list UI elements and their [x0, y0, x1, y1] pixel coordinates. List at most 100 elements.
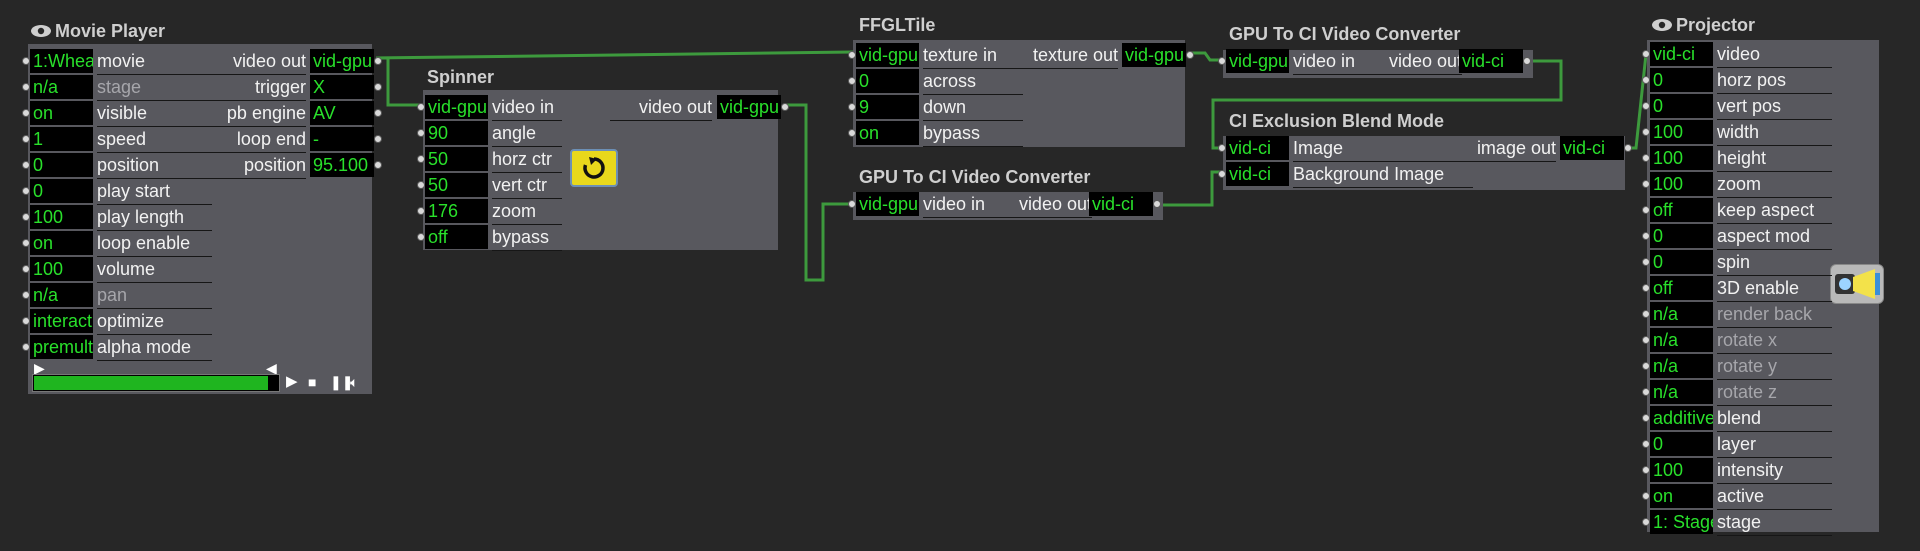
projector-in-port[interactable] [1642, 76, 1650, 84]
movie-transport[interactable]: ▶ ◀ ▶ ■ ❚❚ 🔈︎ [30, 360, 372, 392]
spinner-in-port[interactable] [417, 103, 425, 111]
exclusion-value-field[interactable]: vid-ci [1226, 162, 1289, 186]
projector-value-field[interactable]: 1: Stage [1650, 510, 1713, 534]
patch-cable[interactable] [376, 56, 421, 107]
movie-player-out-value[interactable]: vid-gpu [310, 49, 374, 73]
ffgltile-value-field[interactable]: 9 [856, 95, 919, 119]
spinner-in-port[interactable] [417, 181, 425, 189]
ffgltile-title[interactable]: FFGLTile [859, 15, 936, 35]
projector-value-field[interactable]: 0 [1650, 94, 1713, 118]
movie-progress-bar[interactable] [32, 374, 280, 392]
patch-cable[interactable] [1211, 59, 1563, 150]
projector-value-field[interactable]: on [1650, 484, 1713, 508]
movie-player-in-port[interactable] [22, 239, 30, 247]
projector-in-port[interactable] [1642, 258, 1650, 266]
projector-value-field[interactable]: off [1650, 198, 1713, 222]
projector-in-port[interactable] [1642, 518, 1650, 526]
projector-in-port[interactable] [1642, 154, 1650, 162]
play-icon[interactable]: ▶ [286, 373, 298, 390]
movie-player-in-port[interactable] [22, 161, 30, 169]
gpu-ci-1-out-port[interactable] [1523, 57, 1531, 65]
projector-in-port[interactable] [1642, 466, 1650, 474]
ffgltile-out-value[interactable]: vid-gpu [1122, 43, 1186, 67]
movie-player-value-field[interactable]: 1:Wheat [30, 49, 93, 73]
movie-player-out-port[interactable] [374, 83, 382, 91]
gpu-ci-2-out-port[interactable] [1153, 200, 1161, 208]
projector-in-port[interactable] [1642, 180, 1650, 188]
projector-title[interactable]: Projector [1651, 14, 1755, 36]
movie-player-title[interactable]: Movie Player [30, 20, 165, 42]
spinner-out-port[interactable] [781, 103, 789, 111]
ffgltile-value-field[interactable]: on [856, 121, 919, 145]
ffgltile-in-port[interactable] [848, 51, 856, 59]
movie-player-in-port[interactable] [22, 291, 30, 299]
projector-in-port[interactable] [1642, 336, 1650, 344]
movie-player-in-port[interactable] [22, 213, 30, 221]
movie-player-value-field[interactable]: n/a [30, 283, 93, 307]
projector-in-port[interactable] [1642, 102, 1650, 110]
gpu-ci-converter-2-title[interactable]: GPU To CI Video Converter [859, 167, 1091, 187]
gpu-ci-converter-1-title[interactable]: GPU To CI Video Converter [1229, 24, 1461, 44]
patch-cable[interactable] [1161, 170, 1222, 207]
exclusion-out-value[interactable]: vid-ci [1560, 136, 1624, 160]
movie-player-in-port[interactable] [22, 343, 30, 351]
end-marker[interactable]: ◀ [266, 360, 277, 376]
projector-value-field[interactable]: off [1650, 276, 1713, 300]
movie-player-in-port[interactable] [22, 265, 30, 273]
eye-icon[interactable] [1651, 18, 1673, 32]
projector-value-field[interactable]: n/a [1650, 380, 1713, 404]
projector-in-port[interactable] [1642, 492, 1650, 500]
projector-value-field[interactable]: 0 [1650, 224, 1713, 248]
gpu-ci-2-in-port[interactable] [848, 200, 856, 208]
projector-value-field[interactable]: 100 [1650, 172, 1713, 196]
projector-value-field[interactable]: n/a [1650, 302, 1713, 326]
movie-player-value-field[interactable]: premultiplied [30, 335, 93, 359]
ffgltile-in-port[interactable] [848, 77, 856, 85]
spinner-in-port[interactable] [417, 155, 425, 163]
projector-in-port[interactable] [1642, 388, 1650, 396]
movie-player-in-port[interactable] [22, 83, 30, 91]
gpu-ci-1-value-field[interactable]: vid-gpu [1226, 49, 1289, 73]
stop-icon[interactable]: ■ [308, 374, 317, 390]
patch-cable[interactable] [785, 103, 852, 282]
projector-in-port[interactable] [1642, 50, 1650, 58]
movie-player-in-port[interactable] [22, 187, 30, 195]
projector-value-field[interactable]: 0 [1650, 432, 1713, 456]
movie-player-value-field[interactable]: 0 [30, 179, 93, 203]
movie-player-value-field[interactable]: 100 [30, 257, 93, 281]
exclusion-out-port[interactable] [1624, 144, 1632, 152]
spinner-value-field[interactable]: off [425, 225, 488, 249]
projector-value-field[interactable]: 100 [1650, 120, 1713, 144]
projector-icon[interactable] [1830, 264, 1884, 304]
ffgltile-out-port[interactable] [1186, 51, 1194, 59]
projector-value-field[interactable]: 0 [1650, 250, 1713, 274]
projector-value-field[interactable]: 100 [1650, 146, 1713, 170]
projector-in-port[interactable] [1642, 128, 1650, 136]
ffgltile-in-port[interactable] [848, 129, 856, 137]
projector-in-port[interactable] [1642, 284, 1650, 292]
spinner-value-field[interactable]: vid-gpu [425, 95, 488, 119]
spinner-value-field[interactable]: 50 [425, 147, 488, 171]
eye-icon[interactable] [30, 24, 52, 38]
spinner-in-port[interactable] [417, 233, 425, 241]
exclusion-in-port[interactable] [1218, 144, 1226, 152]
exclusion-blend-title[interactable]: CI Exclusion Blend Mode [1229, 111, 1445, 131]
projector-value-field[interactable]: 0 [1650, 68, 1713, 92]
projector-in-port[interactable] [1642, 440, 1650, 448]
spin-icon[interactable] [570, 149, 618, 187]
spinner-in-port[interactable] [417, 129, 425, 137]
movie-player-out-value[interactable]: - [310, 127, 374, 151]
speaker-icon[interactable]: 🔈︎ [350, 374, 359, 390]
gpu-ci-1-out-value[interactable]: vid-ci [1459, 49, 1523, 73]
movie-player-out-port[interactable] [374, 135, 382, 143]
projector-value-field[interactable]: vid-ci [1650, 42, 1713, 66]
projector-value-field[interactable]: additive [1650, 406, 1713, 430]
movie-player-value-field[interactable]: 1 [30, 127, 93, 151]
exclusion-in-port[interactable] [1218, 170, 1226, 178]
movie-player-out-value[interactable]: 95.100 [310, 153, 374, 177]
movie-player-out-port[interactable] [374, 57, 382, 65]
projector-value-field[interactable]: n/a [1650, 328, 1713, 352]
spinner-value-field[interactable]: 176 [425, 199, 488, 223]
projector-value-field[interactable]: n/a [1650, 354, 1713, 378]
movie-player-out-value[interactable]: AV [310, 101, 374, 125]
